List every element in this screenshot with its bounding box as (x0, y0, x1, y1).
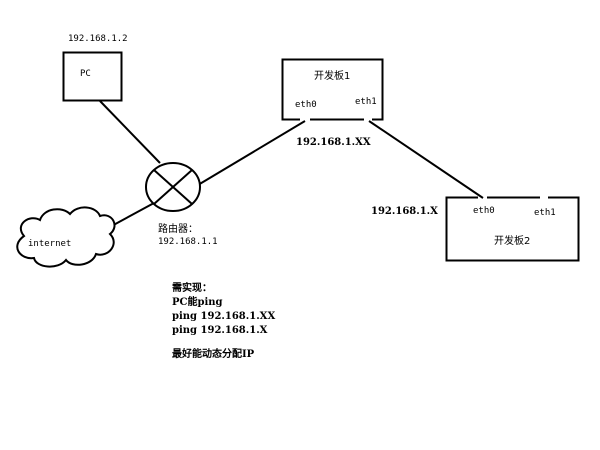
spacer (172, 338, 275, 348)
router-label: 路由器： (158, 224, 198, 235)
board2-box (445, 196, 580, 262)
link-router-board1 (197, 120, 306, 186)
board1-box (281, 58, 384, 121)
board1-eth1-label: eth1 (355, 97, 377, 107)
board2-eth1-label: eth1 (534, 208, 556, 218)
router-ip-label: 192.168.1.1 (158, 237, 218, 247)
link-router-internet (107, 202, 155, 229)
board1-ip-label: 192.168.1.XX (296, 137, 371, 148)
requirements-note: 需实现： PC能ping ping 192.168.1.XX ping 192.… (172, 282, 275, 362)
board2-eth1-port (540, 195, 548, 200)
board1-eth1-port (364, 117, 372, 122)
internet-label: internet (28, 239, 72, 249)
requirements-extra: 最好能动态分配IP (172, 349, 255, 360)
board1-eth0-port (300, 117, 310, 122)
pc-label: PC (80, 69, 91, 79)
board1-label: 开发板1 (314, 71, 351, 82)
requirements-line2: ping 192.168.1.XX (172, 311, 276, 322)
board2-eth0-label: eth0 (473, 206, 495, 216)
requirements-line1: PC能ping (172, 297, 223, 308)
requirements-title: 需实现： (172, 283, 212, 294)
board2-ip-label: 192.168.1.X (371, 206, 438, 217)
link-pc-router (99, 100, 161, 164)
pc-box (62, 51, 123, 102)
router-icon (145, 162, 201, 212)
board1-eth0-label: eth0 (295, 100, 317, 110)
board2-label: 开发板2 (494, 236, 531, 247)
link-board1-board2 (368, 120, 484, 199)
pc-ip-label: 192.168.1.2 (68, 34, 128, 44)
cloud-icon (16, 206, 116, 268)
requirements-line3: ping 192.168.1.X (172, 325, 268, 336)
